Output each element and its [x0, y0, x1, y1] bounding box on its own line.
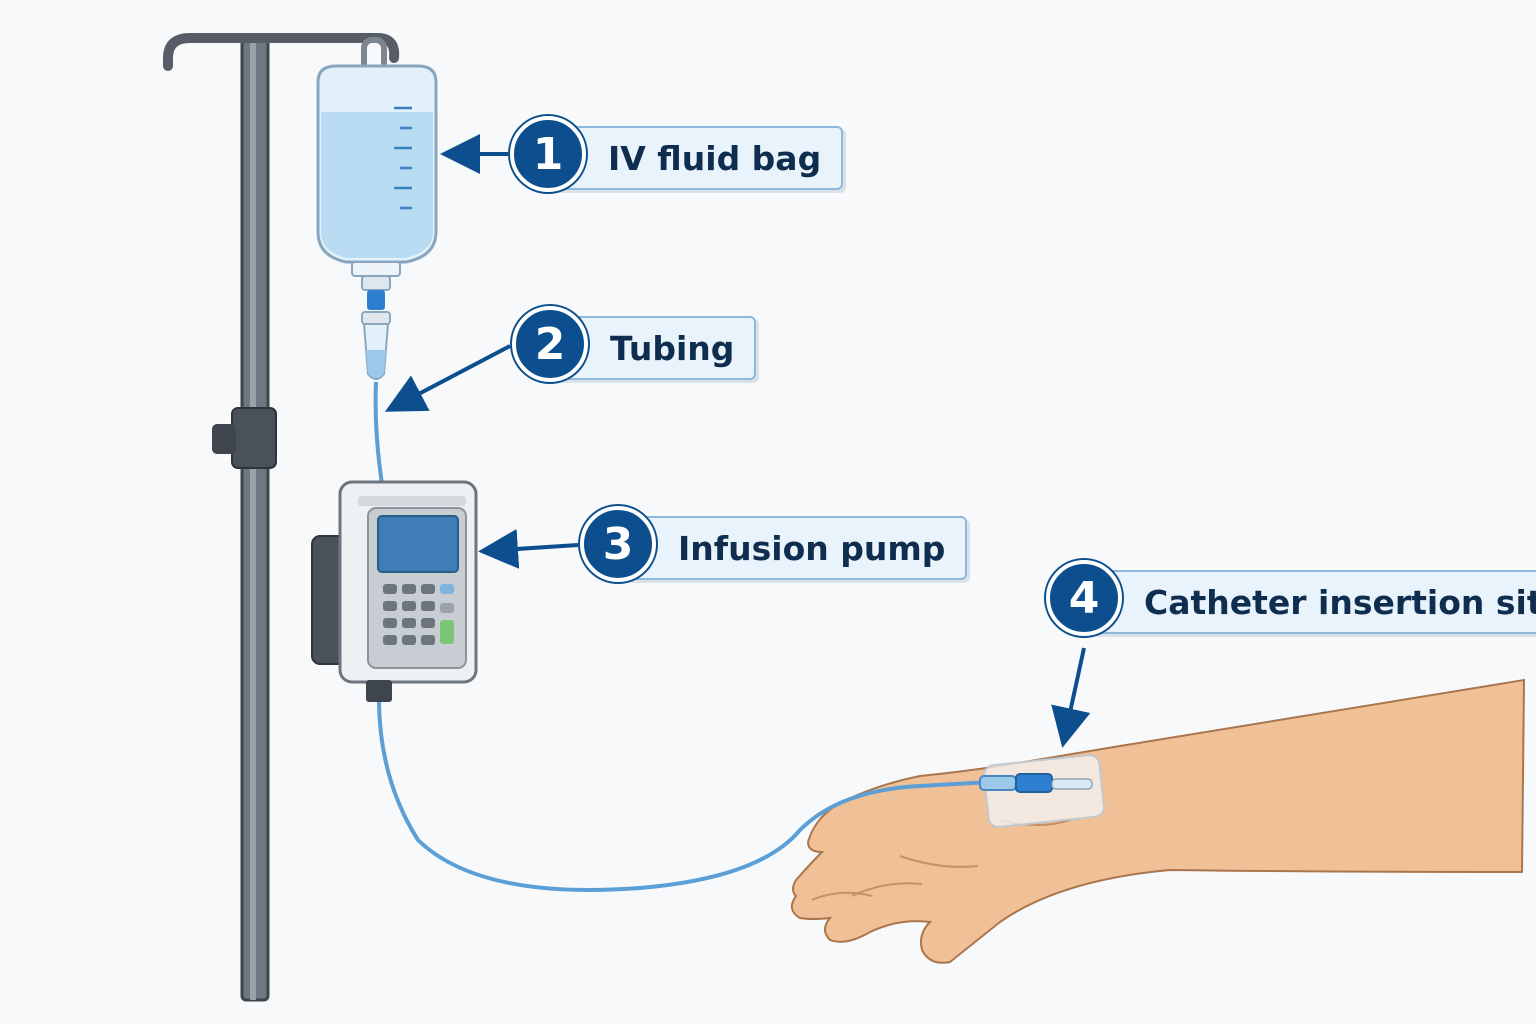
arm — [790, 678, 1526, 964]
callout-number-3: 3 — [580, 506, 656, 582]
callout-arrows — [384, 134, 1091, 748]
tubing-lower — [377, 701, 991, 892]
callout-number-2: 2 — [512, 306, 588, 382]
catheter-site — [979, 754, 1105, 828]
infusion-pump — [311, 480, 478, 702]
tubing-upper — [373, 381, 384, 485]
arrow-2 — [384, 344, 511, 412]
arrow-3 — [478, 528, 579, 569]
callout-number-4: 4 — [1046, 560, 1122, 636]
callout-label-infusion-pump: Infusion pump — [624, 516, 968, 580]
arrow-4 — [1051, 647, 1091, 748]
callout-label-iv-fluid-bag: IV fluid bag — [554, 126, 844, 190]
iv-bag — [316, 37, 438, 380]
callout-label-tubing: Tubing — [556, 316, 757, 380]
callout-label-catheter-insertion-site: Catheter insertion site — [1090, 570, 1536, 634]
callout-number-1: 1 — [510, 116, 586, 192]
